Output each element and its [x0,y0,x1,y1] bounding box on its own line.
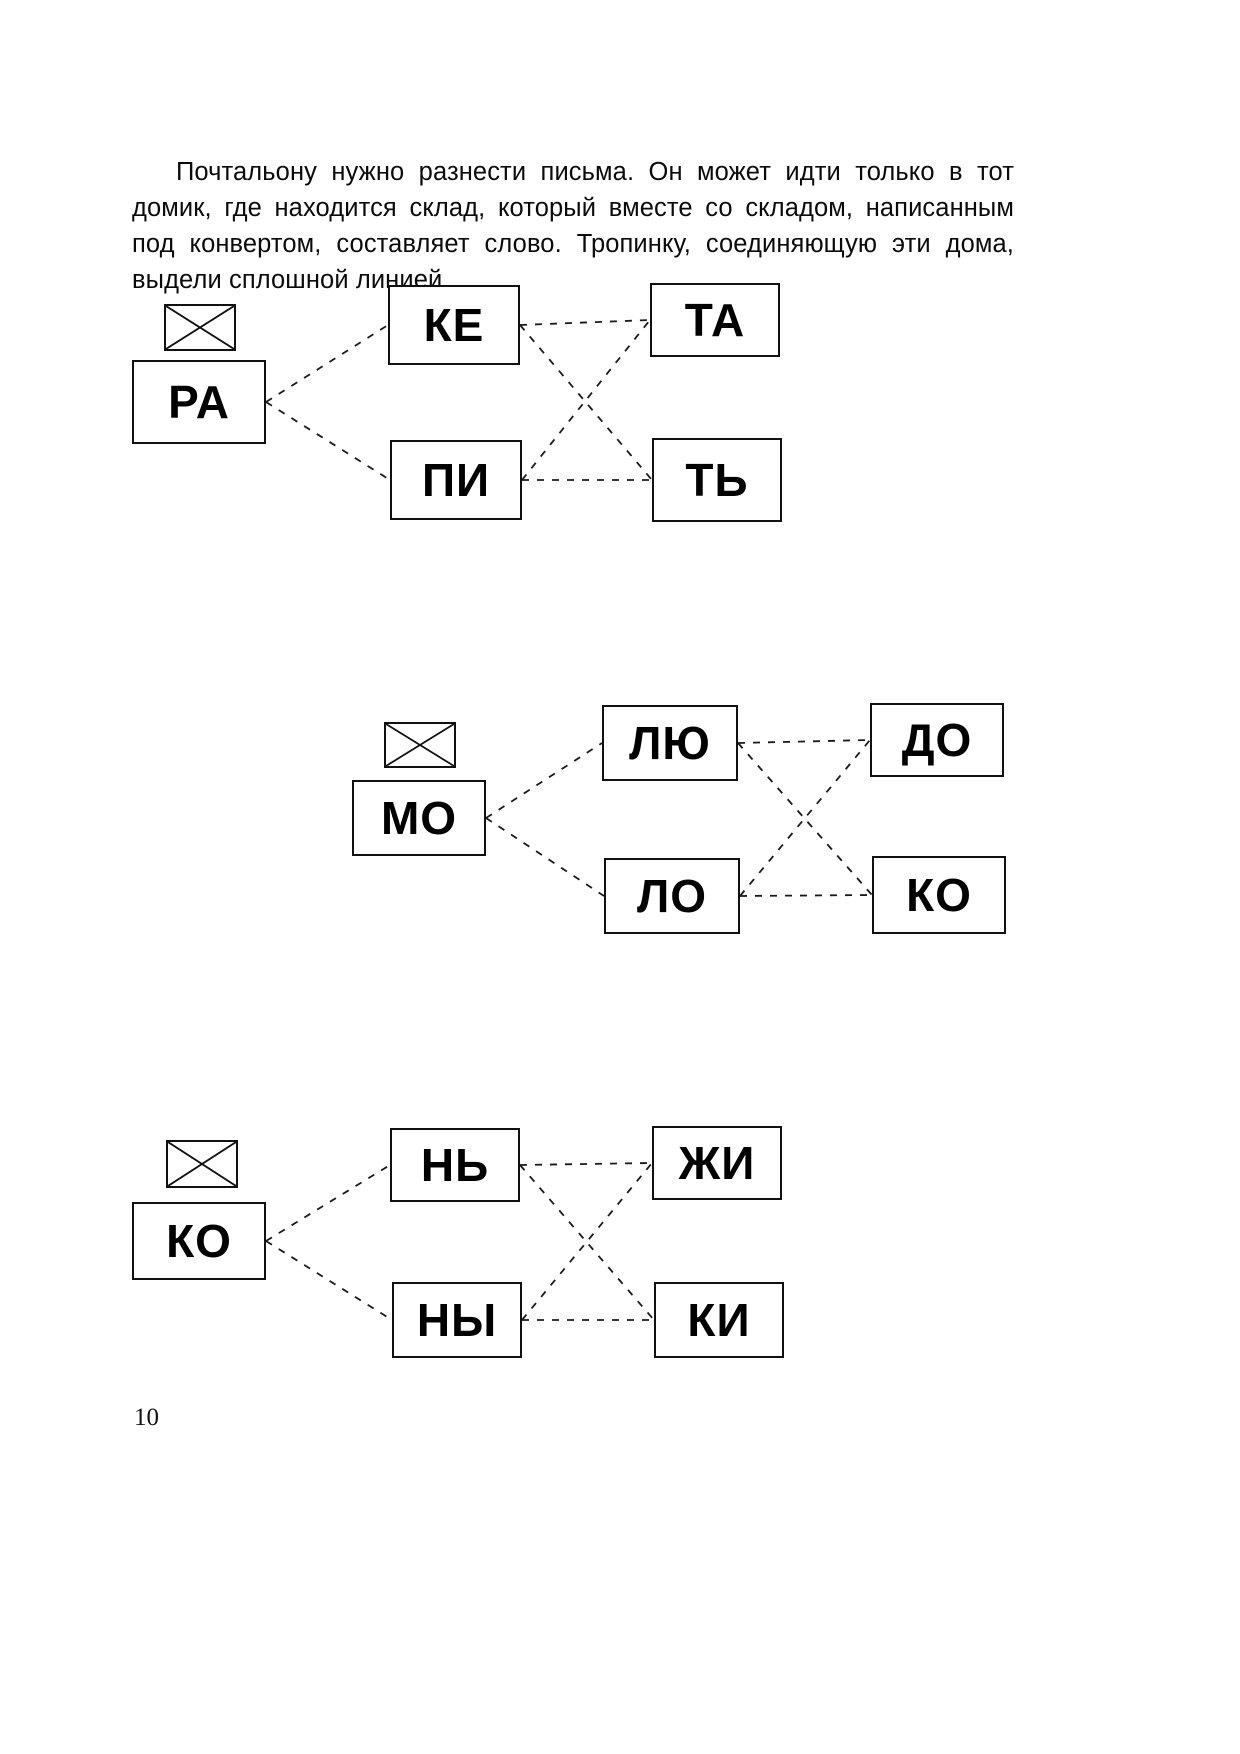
end-box-2[interactable]: КО [872,856,1006,934]
middle-box-1[interactable]: ЛЮ [602,705,738,781]
path-КЕ-to-ТЬ[interactable] [519,324,653,481]
start-box-label: МО [380,792,458,844]
path-НЫ-to-ЖИ[interactable] [521,1162,653,1321]
end-box-2[interactable]: КИ [654,1282,784,1358]
middle-box-1-label: ЛЮ [629,717,711,769]
path-ЛО-to-КО[interactable] [739,894,873,897]
path-network [485,739,873,897]
middle-box-2[interactable]: ПИ [390,440,522,520]
end-box-1[interactable]: ДО [870,703,1004,777]
path-ПИ-to-ТА[interactable] [521,319,651,481]
path-МО-to-ЛЮ[interactable] [485,742,603,819]
puzzle-group-3: КО НЬ НЫ ЖИ КИ [0,1110,1240,1380]
path-network [265,319,653,481]
end-box-1[interactable]: ТА [650,283,780,357]
path-МО-to-ЛО[interactable] [485,817,605,897]
end-box-1-label: ЖИ [678,1137,756,1189]
start-box-label: РА [168,376,230,428]
start-box[interactable]: МО [352,780,486,856]
end-box-2-label: КО [906,869,972,921]
envelope-crossed-icon [166,1140,238,1188]
start-box-label: КО [166,1215,232,1267]
path-НЬ-to-ЖИ[interactable] [519,1162,653,1166]
path-РА-to-ПИ[interactable] [265,401,391,481]
middle-box-1[interactable]: КЕ [388,285,520,365]
path-ЛЮ-to-ДО[interactable] [737,739,871,744]
middle-box-1-label: КЕ [423,299,485,351]
middle-box-2[interactable]: НЫ [392,1282,522,1358]
end-box-1-label: ТА [684,294,746,346]
path-НЬ-to-КИ[interactable] [519,1164,655,1321]
middle-box-2-label: НЫ [416,1294,498,1346]
middle-box-2[interactable]: ЛО [604,858,740,934]
puzzle-group-2: МО ЛЮ ЛО ДО КО [0,690,1240,960]
end-box-2-label: КИ [687,1294,751,1346]
path-КО-to-НЫ[interactable] [265,1240,393,1321]
envelope-crossed-icon [164,304,236,351]
envelope-crossed-icon [384,722,456,768]
start-box[interactable]: КО [132,1202,266,1280]
path-ЛЮ-to-КО[interactable] [737,742,873,896]
path-РА-to-КЕ[interactable] [265,324,389,403]
end-box-2[interactable]: ТЬ [652,438,782,522]
middle-box-2-label: ЛО [636,870,708,922]
path-КЕ-to-ТА[interactable] [519,319,651,326]
page-number: 10 [134,1404,159,1431]
path-ЛО-to-ДО[interactable] [739,739,871,897]
middle-box-1-label: НЬ [420,1139,490,1191]
end-box-2-label: ТЬ [685,454,749,506]
end-box-1-label: ДО [901,714,973,766]
end-box-1[interactable]: ЖИ [652,1126,782,1200]
middle-box-2-label: ПИ [421,454,491,506]
instructions-paragraph: Почтальону нужно разнести письма. Он мож… [132,157,1014,294]
puzzle-group-1: РА КЕ ПИ ТА ТЬ [0,270,1240,540]
start-box[interactable]: РА [132,360,266,444]
path-КО-to-НЬ[interactable] [265,1164,391,1242]
path-network [265,1162,655,1321]
middle-box-1[interactable]: НЬ [390,1128,520,1202]
